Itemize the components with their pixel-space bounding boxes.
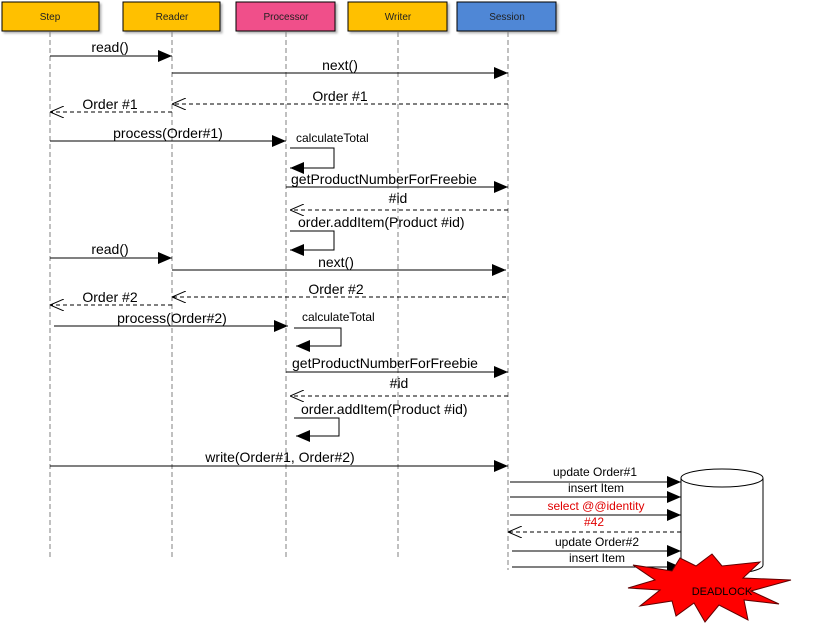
self-call-add-item-1 <box>290 230 335 256</box>
deadlock-label: DEADLOCK <box>692 586 753 598</box>
participant-session <box>456 1 557 32</box>
message-process-1-label: process(Order#1) <box>113 125 223 141</box>
message-next-2-label: next() <box>318 254 354 270</box>
db-call-insert-item-2-label: insert Item <box>569 551 625 565</box>
database-icon <box>680 468 764 575</box>
message-read-2-label: read() <box>91 241 128 257</box>
db-call-insert-item-1-label: insert Item <box>568 481 624 495</box>
db-call-select-identity-label: select @@identity <box>547 499 644 513</box>
return-order2-session-label: Order #2 <box>308 281 363 297</box>
deadlock-burst-icon <box>627 553 792 623</box>
participant-writer-label: Writer <box>385 12 412 23</box>
message-get-product-1-label: getProductNumberForFreebie <box>291 171 477 187</box>
message-get-product-2-label: getProductNumberForFreebie <box>292 355 478 371</box>
self-call-calculate-total-1 <box>290 147 335 174</box>
participant-writer <box>347 1 448 32</box>
db-return-42-label: #42 <box>584 515 604 529</box>
participant-processor-label: Processor <box>263 12 309 23</box>
return-order1-reader-label: Order #1 <box>82 96 137 112</box>
message-write-label: write(Order#1, Order#2) <box>204 449 354 465</box>
self-call-calculate-total-2 <box>294 327 342 352</box>
message-process-2-label: process(Order#2) <box>117 310 227 326</box>
db-call-update-order1-label: update Order#1 <box>553 465 637 479</box>
participant-reader <box>122 1 221 32</box>
return-order1-session-label: Order #1 <box>312 88 367 104</box>
db-call-update-order2-label: update Order#2 <box>555 535 639 549</box>
message-next-1-label: next() <box>322 57 358 73</box>
self-call-add-item-2-label: order.addItem(Product #id) <box>301 401 468 417</box>
participant-reader-label: Reader <box>156 12 189 23</box>
message-read-1-label: read() <box>91 39 128 55</box>
self-call-calculate-total-1-label: calculateTotal <box>296 131 369 145</box>
self-call-add-item-2 <box>294 417 340 442</box>
return-id-2-label: #id <box>390 375 409 391</box>
return-id-1-label: #id <box>389 190 408 206</box>
participant-processor <box>235 1 336 32</box>
return-order2-reader-label: Order #2 <box>82 289 137 305</box>
self-call-add-item-1-label: order.addItem(Product #id) <box>298 214 465 230</box>
participant-step-label: Step <box>40 12 61 23</box>
participant-session-label: Session <box>489 12 525 23</box>
participant-step <box>1 1 100 32</box>
self-call-calculate-total-2-label: calculateTotal <box>302 310 375 324</box>
